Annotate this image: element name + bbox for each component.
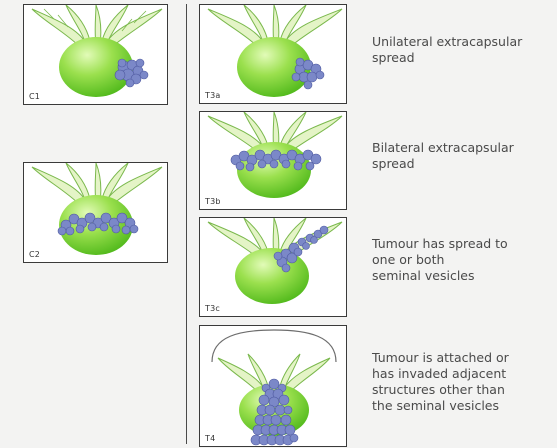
- panel-c2: C2: [23, 162, 168, 263]
- stage-label: T4: [205, 434, 215, 443]
- prostate-diagram-t3b: [200, 112, 347, 210]
- stage-label: C2: [29, 250, 40, 259]
- stage-label: T3a: [205, 91, 220, 100]
- panel-c1: C1: [23, 4, 168, 105]
- adjacent-structure: [212, 330, 336, 362]
- stage-label: T3b: [205, 197, 221, 206]
- prostate-gland: [235, 248, 309, 304]
- prostate-diagram-t3c: [200, 218, 347, 317]
- prostate-diagram-t3a: [200, 5, 347, 104]
- prostate-diagram-c2: [24, 163, 168, 263]
- prostate-diagram-t4: [200, 326, 347, 447]
- description-t3b: Bilateral extracapsular spread: [372, 140, 557, 172]
- stage-label: C1: [29, 92, 40, 101]
- stage-label: T3c: [205, 304, 220, 313]
- description-t3a: Unilateral extracapsular spread: [372, 34, 557, 66]
- panel-t3b: T3b: [199, 111, 347, 210]
- panel-t3c: T3c: [199, 217, 347, 317]
- description-t4: Tumour is attached or has invaded adjace…: [372, 350, 557, 414]
- column-divider: [186, 4, 187, 444]
- panel-t4: T4: [199, 325, 347, 447]
- prostate-diagram-c1: [24, 5, 168, 105]
- description-t3c: Tumour has spread to one or both seminal…: [372, 236, 557, 284]
- panel-t3a: T3a: [199, 4, 347, 104]
